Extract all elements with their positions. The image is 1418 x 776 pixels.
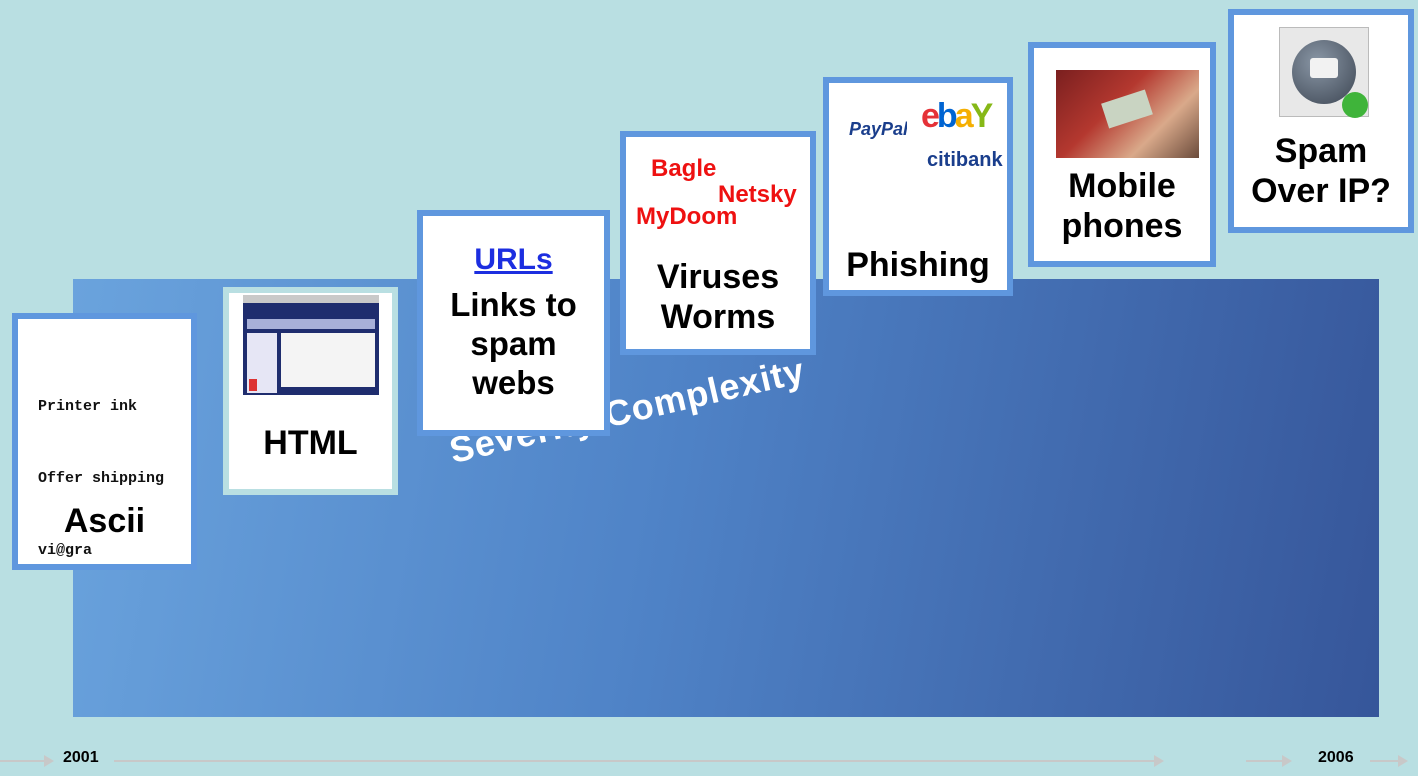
card-title-ascii: Ascii (63, 502, 146, 540)
mobile-phone-photo (1056, 70, 1199, 158)
viruses-title-line-1: Viruses (656, 258, 780, 296)
virus-name-bagle: Bagle (651, 155, 717, 182)
virus-name-netsky: Netsky (718, 181, 797, 208)
webpage-thumbnail (243, 295, 379, 395)
viruses-title-line-2: Worms (660, 298, 776, 337)
card-voip: Spam Over IP? (1228, 9, 1414, 233)
voip-title-line-2: Over IP? (1251, 172, 1391, 211)
urls-link[interactable]: URLs (474, 243, 553, 276)
card-urls: URLs Links to spam webs (417, 210, 610, 436)
mobile-title-line-2: phones (1061, 207, 1183, 246)
ascii-line-2: Offer shipping (38, 470, 165, 487)
timeline-left-stub (0, 760, 44, 762)
ascii-line-3: vi@gra (38, 542, 93, 559)
card-viruses: Bagle Netsky MyDoom Viruses Worms (620, 131, 816, 355)
timeline-arrow-end (1398, 755, 1408, 767)
year-start: 2001 (63, 749, 99, 766)
card-title-phishing: Phishing (846, 246, 990, 284)
urls-title-line-3: webs (472, 363, 555, 401)
card-mobile: Mobile phones (1028, 42, 1216, 267)
ebay-logo: ebaY (921, 97, 993, 135)
card-title-html: HTML (263, 424, 358, 462)
card-html: HTML (223, 287, 398, 495)
mobile-title-line-1: Mobile (1068, 167, 1176, 205)
card-ascii: Printer ink Offer shipping vi@gra Ascii (12, 313, 197, 570)
phone-icon (1279, 27, 1369, 118)
virus-name-mydoom: MyDoom (636, 203, 738, 230)
timeline-arrow-start (44, 755, 54, 767)
timeline-arrow-end-pre (1282, 755, 1292, 767)
timeline-tail (1370, 760, 1398, 762)
urls-title-line-2: spam (470, 324, 557, 362)
timeline-arrow-mid (1154, 755, 1164, 767)
timeline-line (114, 760, 1154, 762)
urls-title-line-1: Links to (450, 286, 577, 323)
paypal-logo: PayPal (849, 119, 907, 139)
ascii-line-1: Printer ink (38, 398, 138, 415)
card-phishing: PayPal ebaY citibank Phishing (823, 77, 1013, 296)
voip-title-line-1: Spam (1274, 132, 1368, 170)
year-end: 2006 (1318, 749, 1354, 766)
citibank-logo: citibank (927, 149, 1003, 171)
timeline-right-stub (1246, 760, 1282, 762)
